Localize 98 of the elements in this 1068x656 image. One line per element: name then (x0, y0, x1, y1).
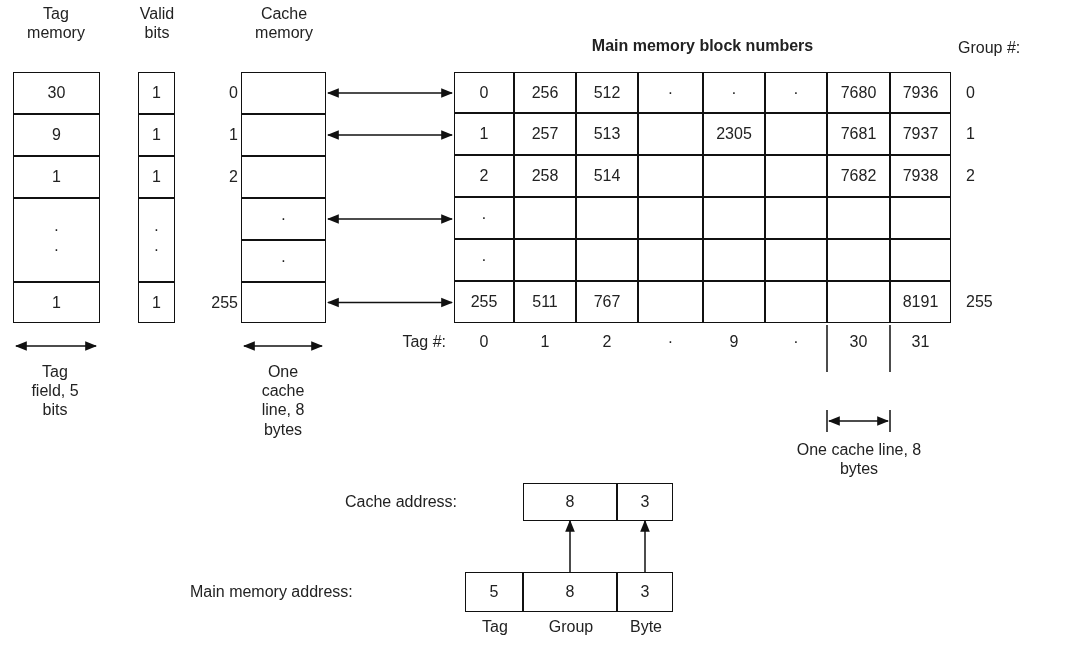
valid-bit-cell: 1 (138, 156, 175, 198)
tag-number: 30 (848, 332, 869, 352)
memory-cell: 9 (13, 114, 100, 156)
memory-block-cell: · (638, 72, 703, 113)
tag-number: 31 (910, 332, 931, 352)
memory-cell: 1 (13, 282, 100, 323)
dimension-caption: One cache line, 8 bytes (260, 362, 306, 439)
memory-block-cell: 256 (514, 72, 576, 113)
arrow (565, 519, 575, 573)
memory-cell: · · (13, 198, 100, 282)
arrow (640, 519, 650, 573)
row-index: 255 (210, 293, 238, 313)
memory-block-cell: · (454, 197, 514, 239)
memory-block-cell: 511 (514, 281, 576, 323)
memory-block-cell: 7681 (827, 113, 890, 155)
arrow (326, 88, 454, 98)
memory-block-cell (514, 239, 576, 281)
address-field: 8 (523, 483, 617, 521)
register-label: Cache address: (345, 492, 459, 512)
memory-block-cell (514, 197, 576, 239)
valid-bit-cell: 1 (138, 72, 175, 114)
memory-block-cell (890, 239, 951, 281)
memory-block-cell (765, 155, 827, 197)
field-label: Byte (629, 617, 663, 637)
arrow (326, 130, 454, 140)
memory-block-cell: 255 (454, 281, 514, 323)
group-heading: Group #: (958, 38, 1022, 58)
memory-block-cell (638, 197, 703, 239)
memory-block-cell (576, 239, 638, 281)
tag-number: 0 (478, 332, 490, 352)
memory-block-cell: 7937 (890, 113, 951, 155)
field-label: Group (547, 617, 595, 637)
memory-block-cell: 258 (514, 155, 576, 197)
tag-number: 2 (601, 332, 613, 352)
memory-block-cell: 513 (576, 113, 638, 155)
memory-block-cell (638, 281, 703, 323)
memory-block-cell (638, 155, 703, 197)
row-index: 1 (228, 125, 238, 145)
memory-block-cell: 8191 (890, 281, 951, 323)
group-number: 0 (966, 82, 976, 102)
memory-block-cell: 2 (454, 155, 514, 197)
memory-block-cell: 767 (576, 281, 638, 323)
memory-block-cell (638, 239, 703, 281)
tag-number: 9 (728, 332, 740, 352)
column-heading: Cache memory (254, 4, 314, 43)
row-index: 0 (228, 83, 238, 103)
group-number: 255 (966, 292, 994, 312)
memory-block-cell (638, 113, 703, 155)
tag-number: 1 (539, 332, 551, 352)
register-label: Main memory address: (190, 582, 354, 602)
group-number: 2 (966, 166, 976, 186)
column-heading: Valid bits (138, 4, 176, 43)
memory-block-cell: 512 (576, 72, 638, 113)
memory-block-cell (703, 281, 765, 323)
memory-block-cell: 7682 (827, 155, 890, 197)
address-field: 3 (617, 483, 673, 521)
memory-block-cell: 257 (514, 113, 576, 155)
memory-block-cell (765, 281, 827, 323)
memory-block-cell: 7680 (827, 72, 890, 113)
dimension-caption: Tag field, 5 bits (30, 362, 80, 420)
arrow (326, 297, 454, 308)
memory-block-cell: 514 (576, 155, 638, 197)
memory-block-cell: 7936 (890, 72, 951, 113)
memory-block-cell (890, 197, 951, 239)
memory-block-cell (765, 113, 827, 155)
memory-block-cell (827, 239, 890, 281)
memory-block-cell (703, 239, 765, 281)
memory-block-cell: · (765, 72, 827, 113)
memory-block-cell (765, 197, 827, 239)
dimension-caption: One cache line, 8 bytes (795, 440, 923, 479)
row-index: 2 (228, 167, 238, 187)
valid-bit-cell: 1 (138, 114, 175, 156)
column-heading: Tag memory (26, 4, 86, 43)
cache-line-cell: · (241, 240, 326, 282)
memory-block-cell (827, 197, 890, 239)
memory-block-cell: · (454, 239, 514, 281)
arrow (326, 214, 454, 224)
memory-block-cell: 1 (454, 113, 514, 155)
memory-block-cell (576, 197, 638, 239)
memory-block-cell: · (703, 72, 765, 113)
field-label: Tag (481, 617, 509, 637)
memory-block-cell (703, 197, 765, 239)
table-heading: Main memory block numbers (590, 36, 815, 56)
memory-cell: 1 (13, 156, 100, 198)
memory-block-cell: 0 (454, 72, 514, 113)
cache-line-cell: · (241, 198, 326, 240)
group-number: 1 (966, 124, 976, 144)
valid-bit-cell: 1 (138, 282, 175, 323)
valid-bit-cell: · · (138, 198, 175, 282)
memory-block-cell (827, 281, 890, 323)
memory-block-cell (765, 239, 827, 281)
tag-number: · (666, 332, 675, 352)
memory-cell: 30 (13, 72, 100, 114)
memory-block-cell: 7938 (890, 155, 951, 197)
tag-number: · (792, 332, 800, 352)
memory-block-cell (703, 155, 765, 197)
tag-heading: Tag #: (401, 332, 446, 352)
memory-block-cell: 2305 (703, 113, 765, 155)
